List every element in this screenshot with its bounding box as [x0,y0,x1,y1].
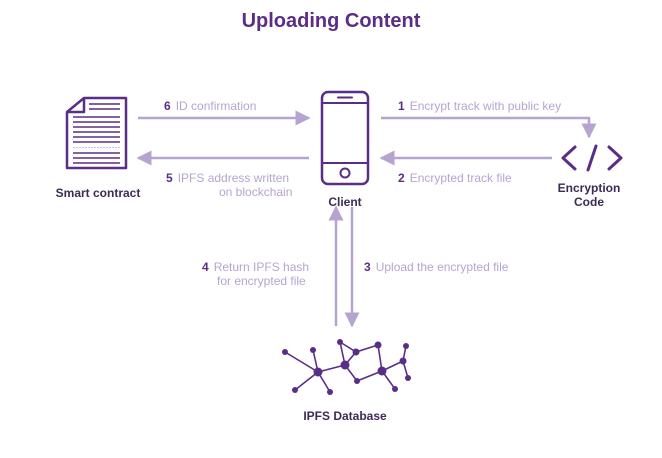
ipfs-database-label: IPFS Database [303,409,387,423]
step-2-number: 2 [398,171,405,185]
step-1-text: Encrypt track with public key [409,99,562,113]
encryption-code-label: Encryption Code [547,181,631,209]
client-label: Client [328,195,362,209]
step-6-label: 6 ID confirmation [164,99,256,113]
step-5-text-line2: on blockchain [219,185,293,199]
step-3-text: Upload the encrypted file [375,260,509,274]
arrow-step-1 [381,116,597,139]
step-3-label: 3 Upload the encrypted file [364,260,508,274]
step-5-text-line1: IPFS address written [177,171,290,185]
step-2-label: 2 Encrypted track file [398,171,512,185]
step-5-number: 5 [166,171,173,185]
encryption-label-line1: Encryption [557,181,621,195]
document-icon [65,96,128,170]
step-6-number: 6 [164,99,171,113]
phone-icon [320,90,370,186]
smart-contract-label: Smart contract [55,186,141,200]
step-1-label: 1 Encrypt track with public key [398,99,561,113]
step-4-label: 4 Return IPFS hash [202,260,309,274]
step-2-text: Encrypted track file [409,171,512,185]
step-4-text-line2: for encrypted file [217,274,306,288]
encryption-label-line2: Code [574,195,604,209]
step-5-label: 5 IPFS address written [166,171,289,185]
network-icon [282,339,411,395]
step-4-number: 4 [202,260,209,274]
page-title: Uploading Content [241,10,421,32]
step-3-number: 3 [364,260,371,274]
step-4-text-line1: Return IPFS hash [213,260,310,274]
step-6-text: ID confirmation [175,99,257,113]
code-icon [561,144,623,172]
step-1-number: 1 [398,99,405,113]
